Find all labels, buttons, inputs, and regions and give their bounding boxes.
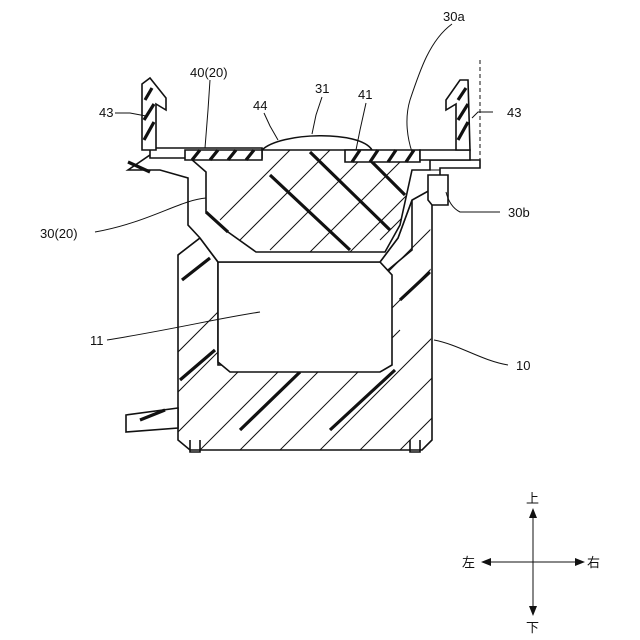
- label-31: 31: [315, 81, 329, 96]
- direction-right-label: 右: [587, 556, 600, 571]
- direction-left-label: 左: [462, 556, 475, 571]
- label-40-20: 40(20): [190, 65, 228, 80]
- label-43-right: 43: [507, 105, 521, 120]
- label-30-20: 30(20): [40, 226, 78, 241]
- label-10: 10: [516, 358, 530, 373]
- label-43-left: 43: [99, 105, 113, 120]
- right-hook: [446, 60, 480, 160]
- arrow-left-icon: [481, 558, 491, 566]
- direction-up-label: 上: [526, 492, 539, 507]
- direction-indicator: 上 下 左 右: [462, 492, 600, 636]
- housing-body: [126, 190, 470, 490]
- label-30b: 30b: [508, 205, 530, 220]
- left-hook: [142, 78, 166, 150]
- label-11: 11: [90, 333, 104, 348]
- label-41: 41: [358, 87, 372, 102]
- label-44: 44: [253, 98, 267, 113]
- label-30a: 30a: [443, 9, 465, 24]
- arrow-right-icon: [575, 558, 585, 566]
- arrow-up-icon: [529, 508, 537, 518]
- arrow-down-icon: [529, 606, 537, 616]
- direction-down-label: 下: [526, 621, 539, 636]
